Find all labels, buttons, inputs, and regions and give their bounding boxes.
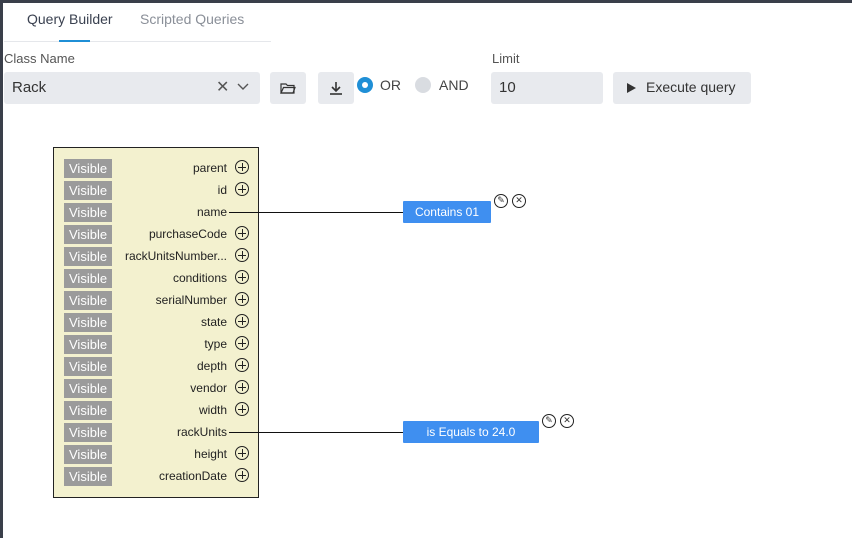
filter-connector-line <box>229 212 404 213</box>
visible-toggle-button[interactable]: Visible <box>64 269 112 288</box>
field-name-label: rackUnitsNumber... <box>124 249 227 263</box>
field-name-label: state <box>200 315 227 329</box>
field-row: Visible rackUnitsNumber... <box>54 246 258 268</box>
remove-icon[interactable]: ✕ <box>560 414 574 428</box>
field-row: Visible parent <box>54 158 258 180</box>
class-name-select[interactable]: Rack ✕ <box>4 72 260 104</box>
field-row: Visible name <box>54 202 258 224</box>
visible-toggle-button[interactable]: Visible <box>64 379 112 398</box>
limit-value: 10 <box>499 79 516 96</box>
limit-input[interactable]: 10 <box>491 72 603 104</box>
class-fields-panel: Visible parent Visible id Visible name V… <box>53 147 259 498</box>
chevron-down-icon[interactable] <box>237 81 249 93</box>
edit-icon[interactable]: ✎ <box>542 414 556 428</box>
plus-circle-icon[interactable] <box>235 358 249 372</box>
visible-toggle-button[interactable]: Visible <box>64 247 112 266</box>
field-row: Visible purchaseCode <box>54 224 258 246</box>
plus-circle-icon[interactable] <box>235 446 249 460</box>
visible-toggle-button[interactable]: Visible <box>64 423 112 442</box>
field-name-label: name <box>196 205 227 219</box>
field-row: Visible width <box>54 400 258 422</box>
field-name-label: width <box>198 403 227 417</box>
plus-circle-icon[interactable] <box>235 248 249 262</box>
plus-circle-icon[interactable] <box>235 380 249 394</box>
plus-circle-icon[interactable] <box>235 402 249 416</box>
limit-label: Limit <box>492 51 520 66</box>
tab-bar: Query Builder Scripted Queries <box>4 3 271 42</box>
field-row: Visible depth <box>54 356 258 378</box>
visible-toggle-button[interactable]: Visible <box>64 357 112 376</box>
filter-node-rackunits[interactable]: is Equals to 24.0 <box>403 421 539 443</box>
execute-query-label: Execute query <box>646 79 736 95</box>
field-row: Visible id <box>54 180 258 202</box>
field-row: Visible serialNumber <box>54 290 258 312</box>
class-name-label: Class Name <box>4 51 75 66</box>
field-name-label: height <box>194 447 227 461</box>
field-row: Visible conditions <box>54 268 258 290</box>
and-label: AND <box>439 77 469 93</box>
visible-toggle-button[interactable]: Visible <box>64 335 112 354</box>
field-name-label: parent <box>192 161 227 175</box>
field-row: Visible creationDate <box>54 466 258 488</box>
plus-circle-icon[interactable] <box>235 160 249 174</box>
visible-toggle-button[interactable]: Visible <box>64 313 112 332</box>
or-label: OR <box>380 77 401 93</box>
visible-toggle-button[interactable]: Visible <box>64 291 112 310</box>
window-frame-left <box>0 0 3 538</box>
edit-icon[interactable]: ✎ <box>494 194 508 208</box>
field-row: Visible state <box>54 312 258 334</box>
plus-circle-icon[interactable] <box>235 182 249 196</box>
filter-connector-line <box>229 432 404 433</box>
field-name-label: conditions <box>172 271 227 285</box>
plus-circle-icon[interactable] <box>235 226 249 240</box>
visible-toggle-button[interactable]: Visible <box>64 225 112 244</box>
visible-toggle-button[interactable]: Visible <box>64 401 112 420</box>
active-tab-indicator <box>59 40 90 42</box>
visible-toggle-button[interactable]: Visible <box>64 181 112 200</box>
open-folder-button[interactable] <box>270 72 306 104</box>
field-row: Visible height <box>54 444 258 466</box>
plus-circle-icon[interactable] <box>235 468 249 482</box>
field-name-label: depth <box>196 359 227 373</box>
plus-circle-icon[interactable] <box>235 314 249 328</box>
class-name-value: Rack <box>12 79 47 96</box>
field-name-label: vendor <box>190 381 227 395</box>
plus-circle-icon[interactable] <box>235 270 249 284</box>
or-radio[interactable] <box>357 77 373 93</box>
download-icon <box>330 82 342 95</box>
window-frame-top <box>0 0 852 3</box>
tab-scripted-queries[interactable]: Scripted Queries <box>140 11 245 27</box>
filter-node-name[interactable]: Contains 01 <box>403 201 491 223</box>
visible-toggle-button[interactable]: Visible <box>64 203 112 222</box>
folder-open-icon <box>280 83 296 94</box>
play-icon <box>627 83 636 93</box>
field-name-label: rackUnits <box>176 425 227 439</box>
remove-icon[interactable]: ✕ <box>512 194 526 208</box>
field-name-label: type <box>204 337 227 351</box>
plus-circle-icon[interactable] <box>235 292 249 306</box>
field-name-label: serialNumber <box>155 293 227 307</box>
field-name-label: creationDate <box>158 469 227 483</box>
clear-icon[interactable]: ✕ <box>216 77 230 96</box>
field-name-label: id <box>217 183 227 197</box>
visible-toggle-button[interactable]: Visible <box>64 445 112 464</box>
field-row: Visible vendor <box>54 378 258 400</box>
field-row: Visible rackUnits <box>54 422 258 444</box>
field-name-label: purchaseCode <box>148 227 227 241</box>
tab-query-builder[interactable]: Query Builder <box>27 11 113 27</box>
visible-toggle-button[interactable]: Visible <box>64 159 112 178</box>
download-button[interactable] <box>318 72 354 104</box>
plus-circle-icon[interactable] <box>235 336 249 350</box>
execute-query-button[interactable]: Execute query <box>613 72 751 104</box>
visible-toggle-button[interactable]: Visible <box>64 467 112 486</box>
field-row: Visible type <box>54 334 258 356</box>
and-radio[interactable] <box>415 77 431 93</box>
